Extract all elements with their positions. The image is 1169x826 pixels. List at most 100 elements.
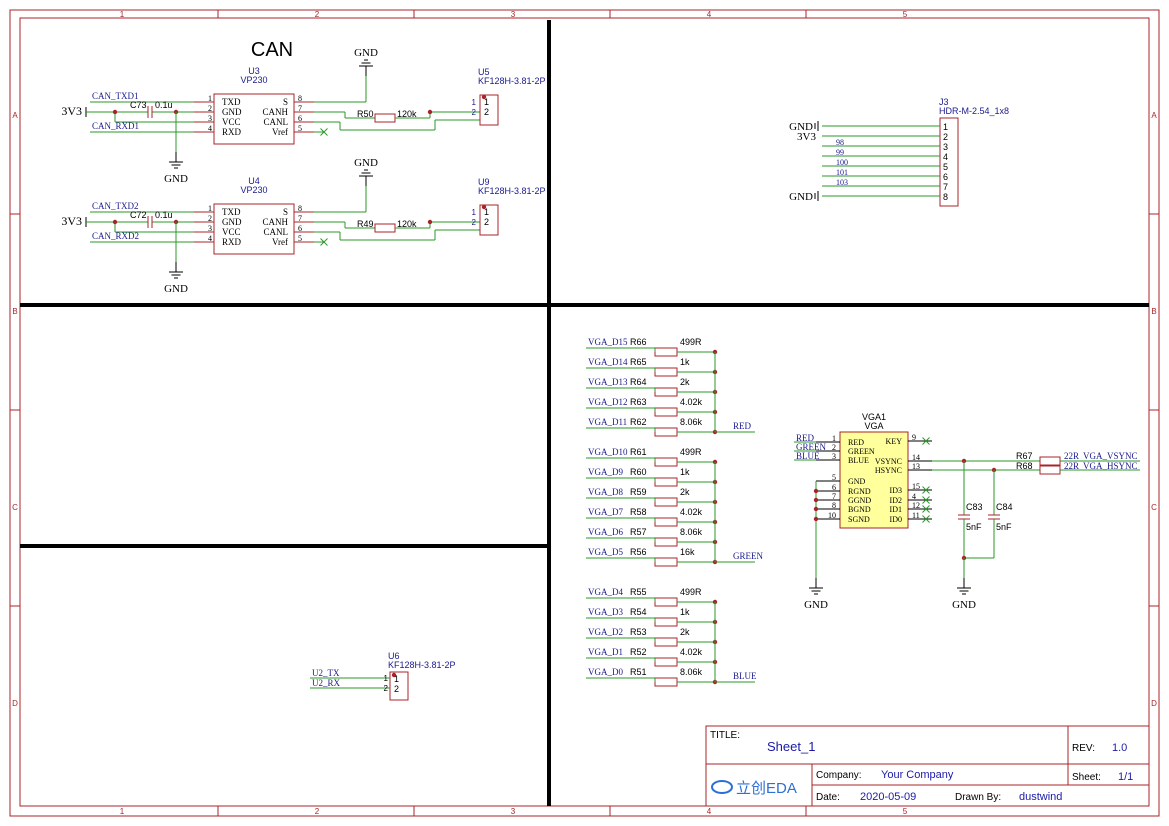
header-net-gnd: GND	[789, 121, 813, 133]
pin-number: 5	[298, 124, 302, 133]
pin-number: 3	[208, 114, 212, 123]
junction-dot	[813, 516, 819, 522]
frame-row-label: C	[12, 503, 18, 512]
ladder-resistor	[654, 497, 678, 507]
net-label: VGA_D11	[588, 417, 627, 427]
transceiver-chip	[213, 93, 295, 145]
frame-col-label: 5	[903, 807, 908, 816]
resistor-ref: R61	[630, 447, 647, 457]
frame-col-label: 4	[707, 807, 712, 816]
frame-col-label: 1	[120, 10, 125, 19]
terminal-pin: 2	[484, 107, 489, 117]
vga-part: VGA	[864, 421, 883, 431]
net-label-vsync: VGA_VSYNC	[1083, 451, 1138, 461]
vga-pin-number: 9	[912, 433, 916, 442]
header-j3-section: J3HDR-M-2.54_1x81GND23V33984995100610171…	[789, 97, 1009, 207]
vga-pin-number: 11	[912, 511, 920, 520]
termination-resistor	[374, 113, 396, 123]
pin-number: 8	[298, 204, 302, 213]
sheet-value: 1/1	[1118, 771, 1133, 783]
junction-dot	[813, 506, 819, 512]
sync-resistor	[1039, 465, 1061, 475]
eda-logo: 立创EDA	[711, 780, 797, 797]
terminal-part: KF128H-3.81-2P	[478, 186, 546, 196]
junction-dot	[112, 109, 118, 115]
net-label: VGA_D14	[588, 357, 628, 367]
terminal-pin: 2	[394, 684, 399, 694]
power-label-3v3: 3V3	[61, 214, 82, 228]
frame-col-label: 5	[903, 10, 908, 19]
resistor-value: 2k	[680, 377, 690, 387]
frame-row-label: A	[12, 111, 18, 120]
ladder-resistor	[654, 617, 678, 627]
pin-number: 1	[208, 204, 212, 213]
pin-name: CANH	[262, 217, 288, 227]
terminal-pin-number: 2	[472, 218, 477, 227]
ladder-resistor	[654, 517, 678, 527]
vga-pin-name: ID1	[890, 505, 902, 514]
vga-pin-number: 1	[832, 434, 836, 443]
resistor-ref: R59	[630, 487, 647, 497]
header-pin-number: 4	[943, 152, 948, 162]
terminal-part: KF128H-3.81-2P	[388, 660, 456, 670]
frame-row-label: C	[1151, 503, 1157, 512]
title-label: TITLE:	[710, 730, 740, 741]
net-label: VGA_D5	[588, 547, 623, 557]
vga-pin-name: SGND	[848, 515, 870, 524]
vga-pin-number: 6	[832, 483, 836, 492]
sheet-label: Sheet:	[1072, 772, 1101, 783]
ground-label: GND	[804, 599, 828, 611]
pin-name: TXD	[222, 207, 241, 217]
frame-col-label: 2	[315, 10, 320, 19]
ground-symbol-caps: GND	[952, 578, 976, 611]
frame-row-label: D	[12, 699, 18, 708]
capacitor-value: 0.1u	[155, 100, 173, 110]
ladder-resistor	[654, 347, 678, 357]
capacitor-value: 5nF	[996, 522, 1012, 532]
frame-row-label: D	[1151, 699, 1157, 708]
pin-name: VCC	[222, 227, 241, 237]
resistor-value: 120k	[397, 219, 417, 229]
junction-dot	[112, 219, 118, 225]
vga-pin-name: ID2	[890, 496, 902, 505]
pin-name: Vref	[272, 237, 288, 247]
ladder-resistor	[654, 537, 678, 547]
header-net-label: 101	[836, 168, 848, 177]
ground-symbol-can: GND	[164, 152, 188, 185]
no-connect-mark	[320, 238, 328, 246]
no-connect-mark	[922, 496, 930, 504]
chip-part: VP230	[240, 75, 267, 85]
title-value: Sheet_1	[767, 739, 815, 754]
resistor-value: 4.02k	[680, 397, 703, 407]
vga-in-net: GREEN	[796, 442, 826, 452]
net-label: VGA_D1	[588, 647, 623, 657]
ladder-resistor	[654, 557, 678, 567]
no-connect-mark	[922, 515, 930, 523]
vga-pin-name: BLUE	[848, 456, 869, 465]
frame-col-label: 1	[120, 807, 125, 816]
vga-pin-name: HSYNC	[875, 466, 902, 475]
resistor-value: 22R	[1064, 461, 1079, 471]
cloud-icon	[711, 780, 733, 794]
chip-part: VP230	[240, 185, 267, 195]
vga-pin-number: 2	[832, 443, 836, 452]
pin-number: 2	[208, 214, 212, 223]
ground-label: GND	[354, 47, 378, 59]
company-label: Company:	[816, 770, 862, 781]
resistor-ref: R53	[630, 627, 647, 637]
capacitor-value: 0.1u	[155, 210, 173, 220]
vga-pin-name: ID0	[890, 515, 902, 524]
vga-pin-number: 7	[832, 492, 836, 501]
junction-dot	[813, 488, 819, 494]
vga-pin-name: RED	[848, 438, 864, 447]
terminal-pin-number: 2	[472, 108, 477, 117]
junction-dot	[427, 219, 433, 225]
frame-col-label: 4	[707, 10, 712, 19]
ladder-resistor	[654, 367, 678, 377]
ground-symbol-can-top: GND	[354, 157, 378, 186]
resistor-value: 499R	[680, 587, 702, 597]
